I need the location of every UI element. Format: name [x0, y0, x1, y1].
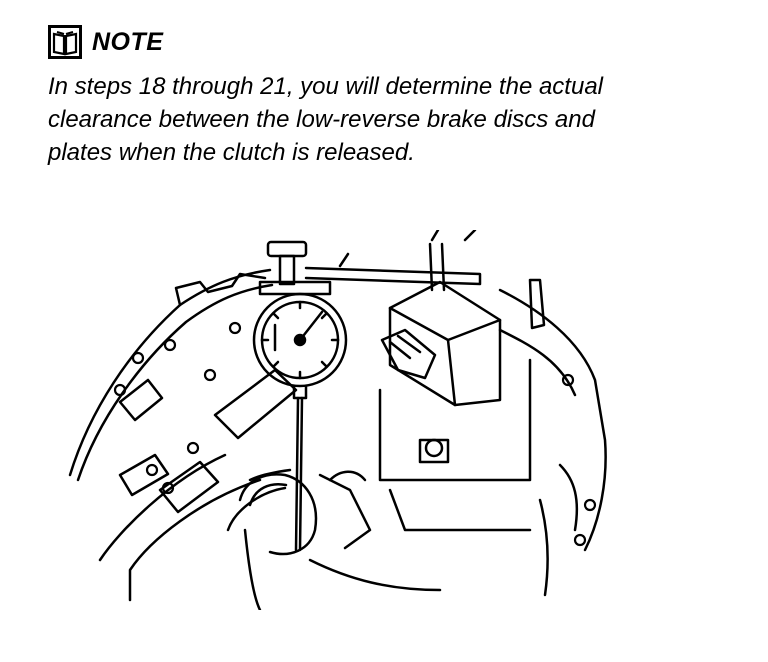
- transmission-case: [68, 268, 607, 610]
- indicator-arm: [304, 230, 482, 286]
- note-text: In steps 18 through 21, you will determi…: [48, 70, 748, 169]
- dial-indicator-illustration: [68, 230, 607, 610]
- note-line: plates when the clutch is released.: [48, 139, 415, 166]
- book-icon: [48, 25, 82, 59]
- note-line: clearance between the low-reverse brake …: [48, 106, 595, 133]
- dial-indicator: [252, 240, 348, 552]
- snap-ring: [238, 470, 372, 556]
- note-header: NOTE: [48, 24, 163, 60]
- note-label: NOTE: [92, 27, 164, 56]
- bolt-holes: [113, 321, 597, 547]
- magnetic-base: [378, 242, 532, 482]
- note-line: In steps 18 through 21, you will determi…: [48, 73, 603, 100]
